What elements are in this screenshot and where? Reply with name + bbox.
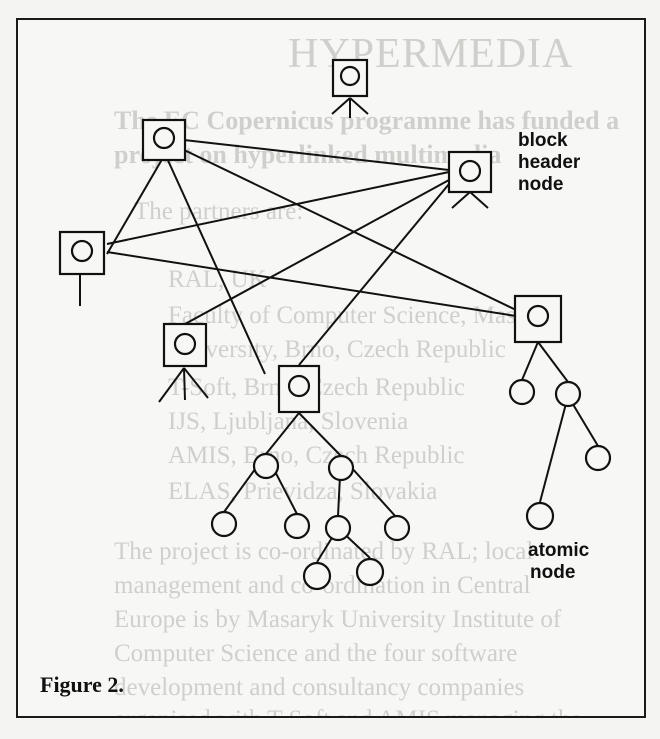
- atomic-node: [327, 454, 355, 482]
- node-circle: [173, 332, 197, 356]
- atomic-node: [355, 557, 385, 587]
- edge: [183, 367, 209, 399]
- edge: [451, 191, 471, 209]
- atomic-node: [324, 514, 352, 542]
- node-circle: [70, 239, 94, 263]
- edges: [79, 97, 599, 563]
- edge: [165, 155, 266, 375]
- edge: [265, 412, 300, 455]
- atomic-node: [584, 444, 612, 472]
- edge: [184, 179, 450, 325]
- atomic-node: [525, 501, 555, 531]
- label-block: block: [518, 130, 568, 151]
- edge: [298, 183, 450, 366]
- figure-caption: Figure 2.: [40, 672, 124, 697]
- block-nodes: [58, 58, 563, 414]
- atomic-nodes: [210, 378, 612, 591]
- atomic-node: [302, 561, 332, 591]
- atomic-node: [383, 514, 411, 542]
- atomic-node: [283, 512, 311, 540]
- edge: [106, 155, 165, 255]
- edge: [469, 191, 489, 209]
- atomic-node: [508, 378, 536, 406]
- edge: [298, 412, 342, 457]
- atomic-node: [252, 452, 280, 480]
- node-circle: [152, 126, 176, 150]
- node-circle: [526, 304, 550, 328]
- edge: [106, 251, 517, 317]
- edge: [521, 341, 539, 381]
- node-circle: [339, 65, 361, 87]
- figure-frame: HYPERMEDIA The EC Copernicus programme h…: [16, 18, 646, 718]
- label-atomic-node: node: [530, 562, 575, 583]
- edge: [331, 97, 351, 115]
- edge: [349, 97, 369, 115]
- label-atomic: atomic: [528, 540, 590, 561]
- atomic-node: [554, 380, 582, 408]
- node-circle: [458, 159, 482, 183]
- edge: [183, 367, 186, 401]
- hierarchy-diagram: block header node atomic node Figure 2.: [40, 58, 612, 697]
- edge: [106, 171, 450, 245]
- edge: [539, 395, 569, 503]
- edge: [179, 147, 517, 311]
- edge: [537, 341, 569, 383]
- edge: [158, 367, 185, 403]
- label-node: node: [518, 174, 563, 195]
- edge: [183, 139, 450, 171]
- node-circle: [287, 374, 311, 398]
- atomic-node: [210, 510, 238, 538]
- label-header: header: [518, 152, 581, 173]
